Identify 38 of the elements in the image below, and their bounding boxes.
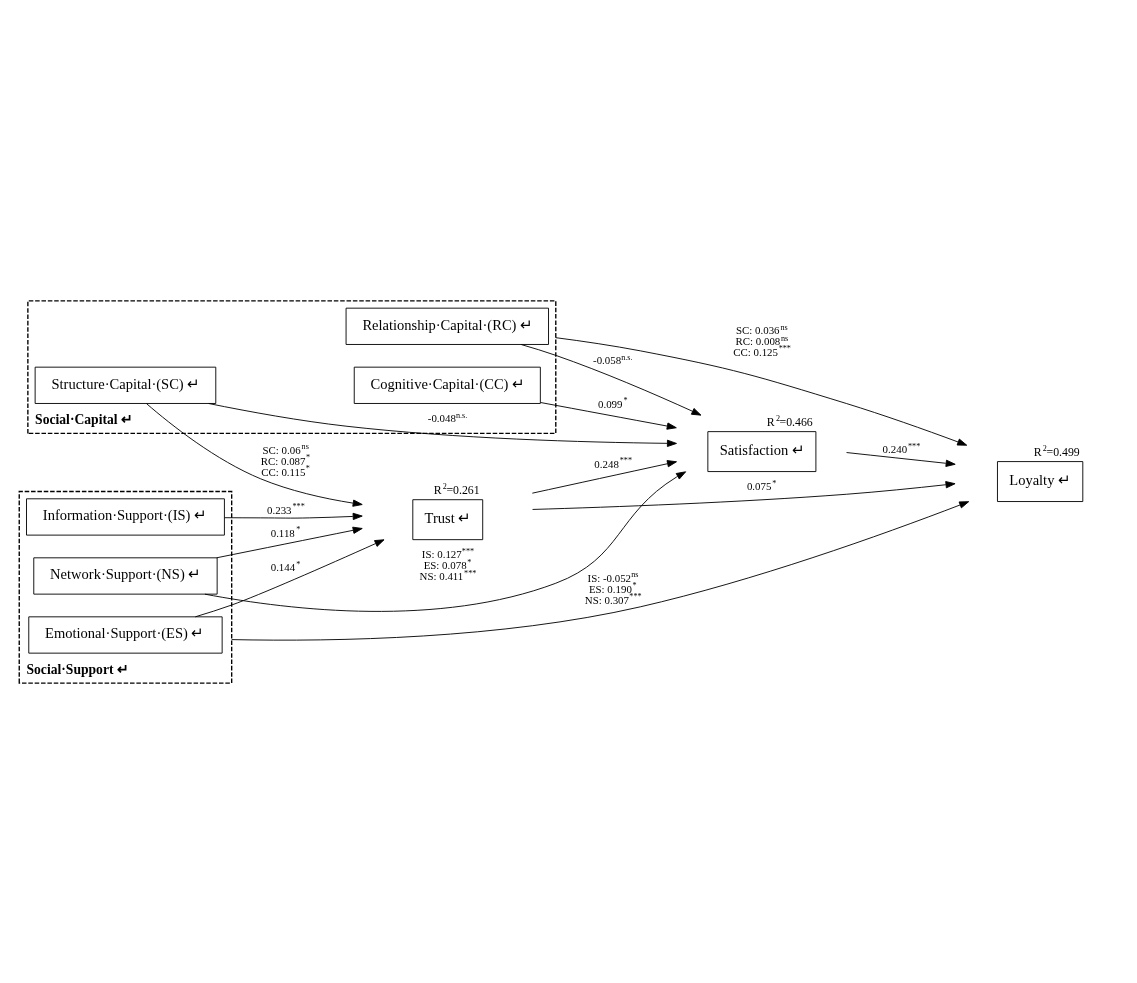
node-box: Trust ↵ <box>412 498 484 540</box>
node-box: Emotional·Support·(ES) ↵ <box>28 615 223 654</box>
edge-label: -0.048$^{n.s.}$ <box>427 410 468 424</box>
node-box: Cognitive·Capital·(CC) ↵ <box>353 366 541 404</box>
node-label: R$^{2}$=0.499 <box>1033 443 1080 459</box>
arrow <box>520 343 702 416</box>
arrow <box>216 526 363 558</box>
edge-label: IS: 0.127$^{***}$ ES: 0.078$^{*}$ NS: 0.411$^{***}$ <box>419 546 477 582</box>
arrow <box>224 512 363 520</box>
edge-label: IS: -0.052$^{ns}$ ES: 0.190$^{*}$ NS: 0.307$^{***}$ <box>584 569 642 606</box>
node-label: R$^{2}$=0.261 <box>433 481 480 497</box>
arrow <box>208 402 677 447</box>
edge-label: SC: 0.036$^{ns}$ RC: 0.008$^{ns}$ CC: 0.125$^{***}$ <box>733 322 791 358</box>
edge-label: 0.233$^{***}$ <box>267 501 305 516</box>
arrow <box>532 480 956 510</box>
node-box: Network·Support·(NS) ↵ <box>33 556 218 595</box>
arrow <box>540 401 677 430</box>
arrow <box>231 500 970 641</box>
arrow <box>194 538 385 617</box>
edge-label: 0.118$^{*}$ <box>270 524 301 539</box>
arrow <box>846 451 956 467</box>
edge-label: 0.144$^{*}$ <box>270 559 301 573</box>
node-box: Information·Support·(IS) ↵ <box>26 497 225 536</box>
edge-label: SC: 0.06$^{ns}$ RC: 0.087$^{*}$ CC: 0.115$^{*}$ <box>260 441 311 478</box>
edge-label: 0.075$^{*}$ <box>746 478 777 492</box>
node-box: Structure·Capital·(SC) ↵ <box>34 366 217 404</box>
edge-label: 0.248$^{***}$ <box>594 455 633 470</box>
arrow <box>204 470 687 612</box>
node-box: Satisfaction ↵ <box>707 430 817 472</box>
edge-label: -0.058$^{n.s.}$ <box>593 352 633 366</box>
node-box: Loyalty ↵ <box>997 460 1084 502</box>
arrow <box>555 336 968 446</box>
node-label: R$^{2}$=0.466 <box>766 413 813 429</box>
arrow <box>531 459 677 494</box>
arrow <box>146 402 363 507</box>
node-box: Relationship·Capital·(RC) ↵ <box>345 307 549 345</box>
edge-label: 0.240$^{***}$ <box>882 441 921 455</box>
edge-label: 0.099$^{*}$ <box>598 395 628 410</box>
